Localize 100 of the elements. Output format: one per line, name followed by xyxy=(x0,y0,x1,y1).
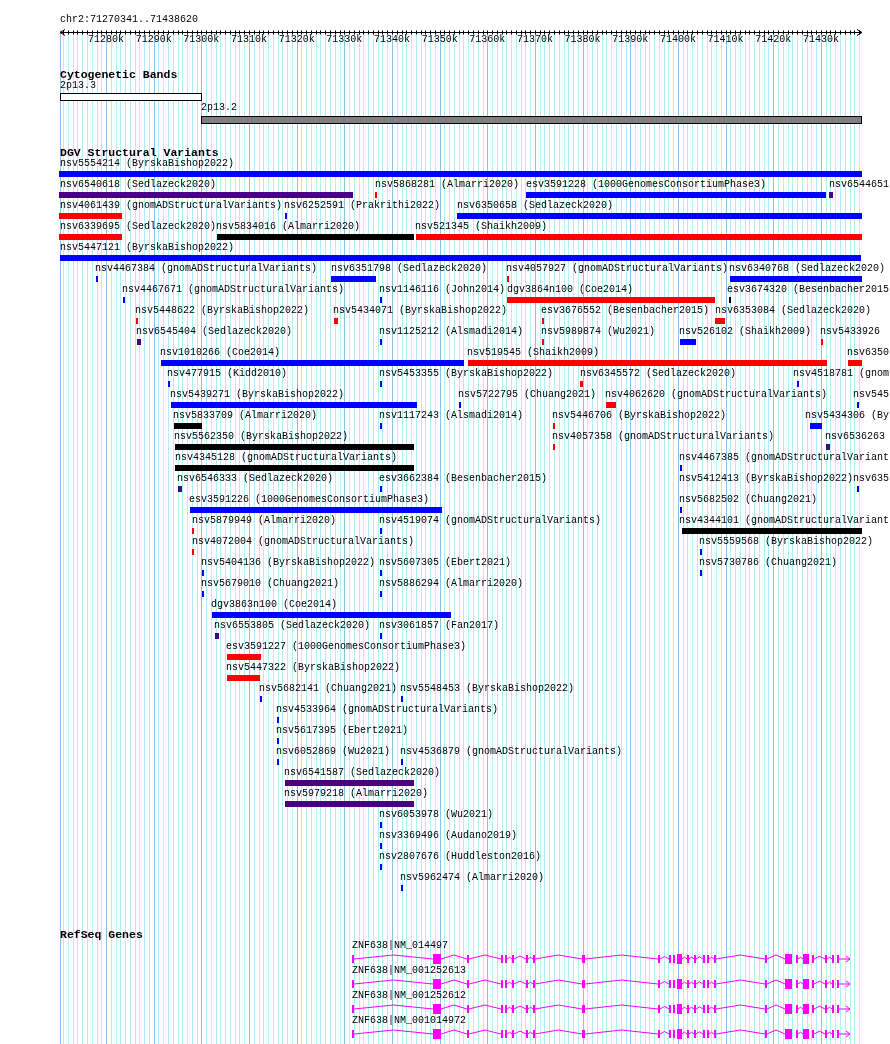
gene-label: ZNF638|NM_014497 xyxy=(352,940,448,952)
variant-label: nsv5833709 (Almarri2020) xyxy=(173,410,318,422)
variant-label: nsv4345128 (gnomADStructuralVariants) xyxy=(175,452,398,464)
variant-label: nsv5617395 (Ebert2021) xyxy=(276,725,409,737)
variant-label: nsv6536263 xyxy=(825,431,885,443)
variant-label: nsv5834016 (Almarri2020) xyxy=(216,221,361,233)
variant-label: nsv2807676 (Huddleston2016) xyxy=(379,851,542,863)
tick-label: 71290k xyxy=(135,34,172,46)
variant-label: nsv4467385 (gnomADStructuralVariant xyxy=(679,452,890,464)
tick-label: 71370k xyxy=(516,34,553,46)
variant-label: nsv4519074 (gnomADStructuralVariants) xyxy=(379,515,602,527)
variant-label: nsv6339695 (Sedlazeck2020) xyxy=(60,221,217,233)
tick-label: 71390k xyxy=(612,34,649,46)
tick-label: 71410k xyxy=(707,34,744,46)
variant-label: nsv6350658 (Sedlazeck2020) xyxy=(457,200,614,212)
variant-label: nsv5412413 (ByrskaBishop2022) xyxy=(679,473,854,485)
track-title: DGV Structural Variants xyxy=(60,146,219,159)
variant-label: nsv5679010 (Chuang2021) xyxy=(201,578,340,590)
variant-label: nsv477915 (Kidd2010) xyxy=(167,368,288,380)
variant-label: dgv3864n100 (Coe2014) xyxy=(507,284,634,296)
variant-label: nsv5446706 (ByrskaBishop2022) xyxy=(552,410,727,422)
variant-label: nsv4072004 (gnomADStructuralVariants) xyxy=(192,536,415,548)
variant-label: nsv4533964 (gnomADStructuralVariants) xyxy=(276,704,499,716)
variant-label: nsv5447322 (ByrskaBishop2022) xyxy=(226,662,401,674)
variant-label: nsv6053978 (Wu2021) xyxy=(379,809,494,821)
variant-label: nsv1125212 (Alsmadi2014) xyxy=(379,326,524,338)
variant-label: nsv4344101 (gnomADStructuralVariant xyxy=(679,515,890,527)
tick-label: 71350k xyxy=(421,34,458,46)
variant-label: nsv3369496 (Audano2019) xyxy=(379,830,518,842)
variant-label: nsv5722795 (Chuang2021) xyxy=(458,389,597,401)
variant-label: nsv5879949 (Almarri2020) xyxy=(192,515,337,527)
variant-label: nsv6353084 (Sedlazeck2020) xyxy=(715,305,872,317)
variant-label: nsv1010266 (Coe2014) xyxy=(160,347,281,359)
variant-label: nsv4467671 (gnomADStructuralVariants) xyxy=(122,284,345,296)
track-title: RefSeq Genes xyxy=(60,928,143,941)
tick-label: 71400k xyxy=(659,34,696,46)
variant-label: nsv5989874 (Wu2021) xyxy=(541,326,656,338)
variant-label: nsv635 xyxy=(853,473,889,485)
variant-label: nsv6340768 (Sedlazeck2020) xyxy=(729,263,886,275)
variant-label: nsv5979218 (Almarri2020) xyxy=(284,788,429,800)
variant-label: nsv4061439 (gnomADStructuralVariants) xyxy=(60,200,283,212)
variant-label: nsv1117243 (Alsmadi2014) xyxy=(379,410,524,422)
variant-label: nsv6252591 (Prakrithi2022) xyxy=(284,200,441,212)
variant-label: nsv5434071 (ByrskaBishop2022) xyxy=(333,305,508,317)
variant-label: nsv6351798 (Sedlazeck2020) xyxy=(331,263,488,275)
variant-label: esv3674320 (Besenbacher2015 xyxy=(727,284,890,296)
variant-label: nsv6544651 xyxy=(829,179,889,191)
track-title: Cytogenetic Bands xyxy=(60,68,178,81)
variant-label: nsv4518781 (gnom xyxy=(793,368,889,380)
tick-label: 71320k xyxy=(278,34,315,46)
variant-label: nsv5682502 (Chuang2021) xyxy=(679,494,818,506)
coordinate-label: chr2:71270341..71438620 xyxy=(60,14,199,26)
variant-label: nsv5962474 (Almarri2020) xyxy=(400,872,545,884)
variant-label: nsv526102 (Shaikh2009) xyxy=(679,326,812,338)
tick-label: 71420k xyxy=(755,34,792,46)
variant-label: nsv5453355 (ByrskaBishop2022) xyxy=(379,368,554,380)
variant-label: esv3591226 (1000GenomesConsortiumPhase3) xyxy=(189,494,430,506)
gene-label: ZNF638|NM_001252613 xyxy=(352,965,467,977)
tick-label: 71380k xyxy=(564,34,601,46)
variant-label: nsv1146116 (John2014) xyxy=(379,284,506,296)
variant-label: nsv545 xyxy=(853,389,889,401)
variant-label: nsv4467384 (gnomADStructuralVariants) xyxy=(95,263,318,275)
variant-label: nsv4057358 (gnomADStructuralVariants) xyxy=(552,431,775,443)
variant-label: nsv6553805 (Sedlazeck2020) xyxy=(214,620,371,632)
variant-label: nsv5607305 (Ebert2021) xyxy=(379,557,512,569)
band-label: 2p13.3 xyxy=(60,80,96,92)
tick-label: 71300k xyxy=(183,34,220,46)
variant-label: nsv3061857 (Fan2017) xyxy=(379,620,500,632)
variant-label: dgv3863n100 (Coe2014) xyxy=(211,599,338,611)
variant-label: nsv5730786 (Chuang2021) xyxy=(699,557,838,569)
variant-label: nsv5682141 (Chuang2021) xyxy=(259,683,398,695)
variant-label: nsv5448622 (ByrskaBishop2022) xyxy=(135,305,310,317)
variant-label: nsv6350 xyxy=(847,347,889,359)
variant-label: nsv5433926 xyxy=(820,326,880,338)
variant-label: nsv4057927 (gnomADStructuralVariants) xyxy=(506,263,729,275)
variant-label: nsv4062620 (gnomADStructuralVariants) xyxy=(605,389,828,401)
tick-label: 71310k xyxy=(231,34,267,46)
variant-label: esv3591227 (1000GenomesConsortiumPhase3) xyxy=(226,641,467,653)
variant-label: nsv5434306 (By xyxy=(805,410,889,422)
variant-label: nsv6541587 (Sedlazeck2020) xyxy=(284,767,441,779)
variant-label: nsv6540618 (Sedlazeck2020) xyxy=(60,179,217,191)
variant-label: nsv6545404 (Sedlazeck2020) xyxy=(136,326,293,338)
variant-label: nsv5548453 (ByrskaBishop2022) xyxy=(400,683,575,695)
variant-label: nsv5868281 (Almarri2020) xyxy=(375,179,520,191)
band-label: 2p13.2 xyxy=(201,102,237,114)
tick-label: 71330k xyxy=(326,34,363,46)
variant-label: nsv6546333 (Sedlazeck2020) xyxy=(177,473,334,485)
variant-label: nsv5886294 (Almarri2020) xyxy=(379,578,524,590)
variant-label: nsv519545 (Shaikh2009) xyxy=(467,347,600,359)
variant-label: nsv4536879 (gnomADStructuralVariants) xyxy=(400,746,623,758)
variant-label: nsv5404136 (ByrskaBishop2022) xyxy=(201,557,376,569)
variant-label: nsv5554214 (ByrskaBishop2022) xyxy=(60,158,235,170)
variant-label: nsv5439271 (ByrskaBishop2022) xyxy=(170,389,345,401)
variant-label: esv3662384 (Besenbacher2015) xyxy=(379,473,548,485)
variant-label: nsv6345572 (Sedlazeck2020) xyxy=(580,368,737,380)
variant-label: esv3591228 (1000GenomesConsortiumPhase3) xyxy=(526,179,767,191)
variant-label: nsv521345 (Shaikh2009) xyxy=(415,221,548,233)
tick-label: 71360k xyxy=(469,34,506,46)
tick-label: 71280k xyxy=(88,34,125,46)
variant-label: nsv5562350 (ByrskaBishop2022) xyxy=(174,431,349,443)
